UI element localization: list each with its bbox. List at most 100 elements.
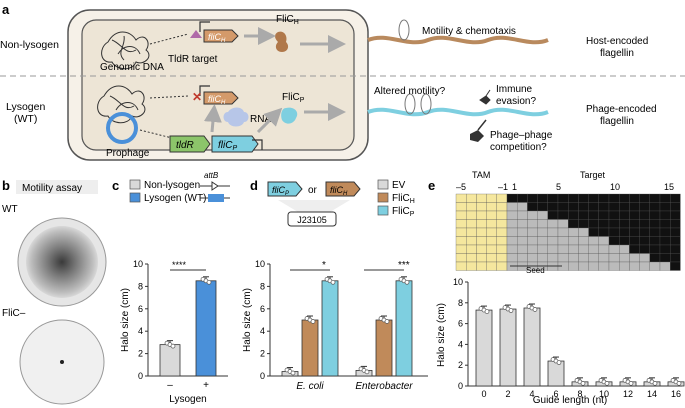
d-ytick-label: 6 [260, 304, 265, 314]
e-bar [475, 309, 493, 387]
guide-cell [455, 193, 467, 203]
guide-cell [670, 202, 681, 212]
construct-or: or [308, 185, 318, 196]
guide-cell [476, 227, 487, 237]
guide-cell [476, 219, 487, 229]
guide-cell [588, 236, 599, 246]
c-ytick-label: 8 [138, 281, 143, 291]
guide-cell [598, 202, 610, 212]
c-ytick-label: 2 [138, 349, 143, 359]
e-xtick-label: 12 [623, 389, 633, 399]
guide-cell [466, 244, 477, 254]
guide-cell [588, 253, 599, 263]
guide-cell [547, 193, 559, 203]
guide-cell [527, 227, 538, 237]
guide-cell [649, 219, 661, 229]
guide-cell [578, 202, 589, 212]
flic-p-construct [267, 181, 303, 197]
guide-cell [598, 261, 610, 271]
panel-a-label: a [2, 2, 10, 17]
guide-cell [659, 261, 671, 271]
guide-cell [547, 244, 559, 254]
guide-cell [670, 227, 681, 237]
legend-swatch-lys [129, 192, 141, 203]
guide-cell [578, 227, 589, 237]
guide-cell [629, 202, 640, 212]
e-xtick-label: 2 [505, 389, 510, 399]
guide-cell [486, 236, 497, 246]
d-point [364, 369, 370, 375]
guide-cell [659, 244, 671, 254]
c-point [170, 343, 176, 349]
guide-cell [608, 244, 620, 254]
guide-cell [649, 202, 661, 212]
guide-cell [527, 219, 538, 229]
guide-cell [486, 244, 497, 254]
guide-cell [649, 236, 661, 246]
e-point [604, 380, 610, 386]
flic-h-gene-repressed [203, 91, 239, 105]
guide-cell [547, 236, 559, 246]
attb-triangle [211, 181, 219, 191]
guide-cell [629, 210, 640, 220]
panel-c-label: c [112, 178, 119, 193]
guide-cell [568, 193, 579, 203]
guide-cell [670, 236, 681, 246]
guide-cell [608, 219, 620, 229]
tldr-target-icon [190, 30, 202, 38]
panel-e-label: e [428, 178, 435, 193]
guide-cell [608, 193, 620, 203]
promoter-box [287, 211, 337, 227]
fliC-minus-label: FliC– [2, 308, 26, 319]
d-xtick-label: E. coli [296, 381, 324, 392]
guide-cell [588, 210, 599, 220]
guide-cell [506, 202, 518, 212]
guide-cell [608, 261, 620, 271]
c-bar [159, 344, 181, 377]
e-bar [547, 360, 565, 387]
guide-cell [537, 193, 548, 203]
guide-cell [568, 236, 579, 246]
e-ytick-label: 2 [458, 360, 463, 370]
tldr-gene-label: tldR [176, 140, 194, 151]
flic-p-protein-label: FliCP [282, 92, 305, 104]
guide-cell [670, 193, 681, 203]
guide-cell [639, 219, 650, 229]
guide-cell [557, 202, 569, 212]
genomic-dna-icon [101, 31, 150, 70]
guide-cell [649, 227, 661, 237]
panel-d-sig-2: *** [398, 260, 410, 271]
guide-cell [455, 244, 467, 254]
d-point [384, 319, 390, 324]
panel-d-ylabel: Halo size (cm) [242, 288, 253, 352]
prophage-label: Prophage [106, 148, 150, 159]
c-point [206, 279, 212, 285]
phage-comp-label-1: Phage–phage [490, 130, 553, 141]
guide-cell [639, 193, 650, 203]
guide-cell [496, 227, 508, 237]
c-xtick-label: + [203, 380, 209, 391]
tldr-gene [169, 135, 211, 153]
guide-cell [506, 253, 518, 263]
flic-h-gene-top [203, 29, 239, 43]
repression-mark: ✕ [192, 90, 202, 104]
guide-cell [639, 202, 650, 212]
e-point [484, 309, 490, 314]
flic-h-protein-icon [275, 31, 289, 52]
rotation-icon-bottom-1 [404, 93, 416, 115]
rotation-icon-bottom-2 [420, 93, 432, 115]
guide-cell [608, 202, 620, 212]
legend-flic-p: FliCP [392, 206, 415, 218]
legend-swatch-h [377, 192, 389, 203]
guide-cell [486, 261, 497, 271]
host-flagellum [367, 35, 549, 45]
e-bar [499, 308, 517, 387]
legend-flic-h: FliCH [392, 193, 415, 205]
e-point [508, 308, 514, 313]
d-ytick-label: 8 [260, 281, 265, 291]
guide-cell [517, 202, 528, 212]
guide-cell [578, 253, 589, 263]
guide-cell [496, 210, 508, 220]
guide-cell [659, 210, 671, 220]
e-xtick-label: 6 [553, 389, 558, 399]
